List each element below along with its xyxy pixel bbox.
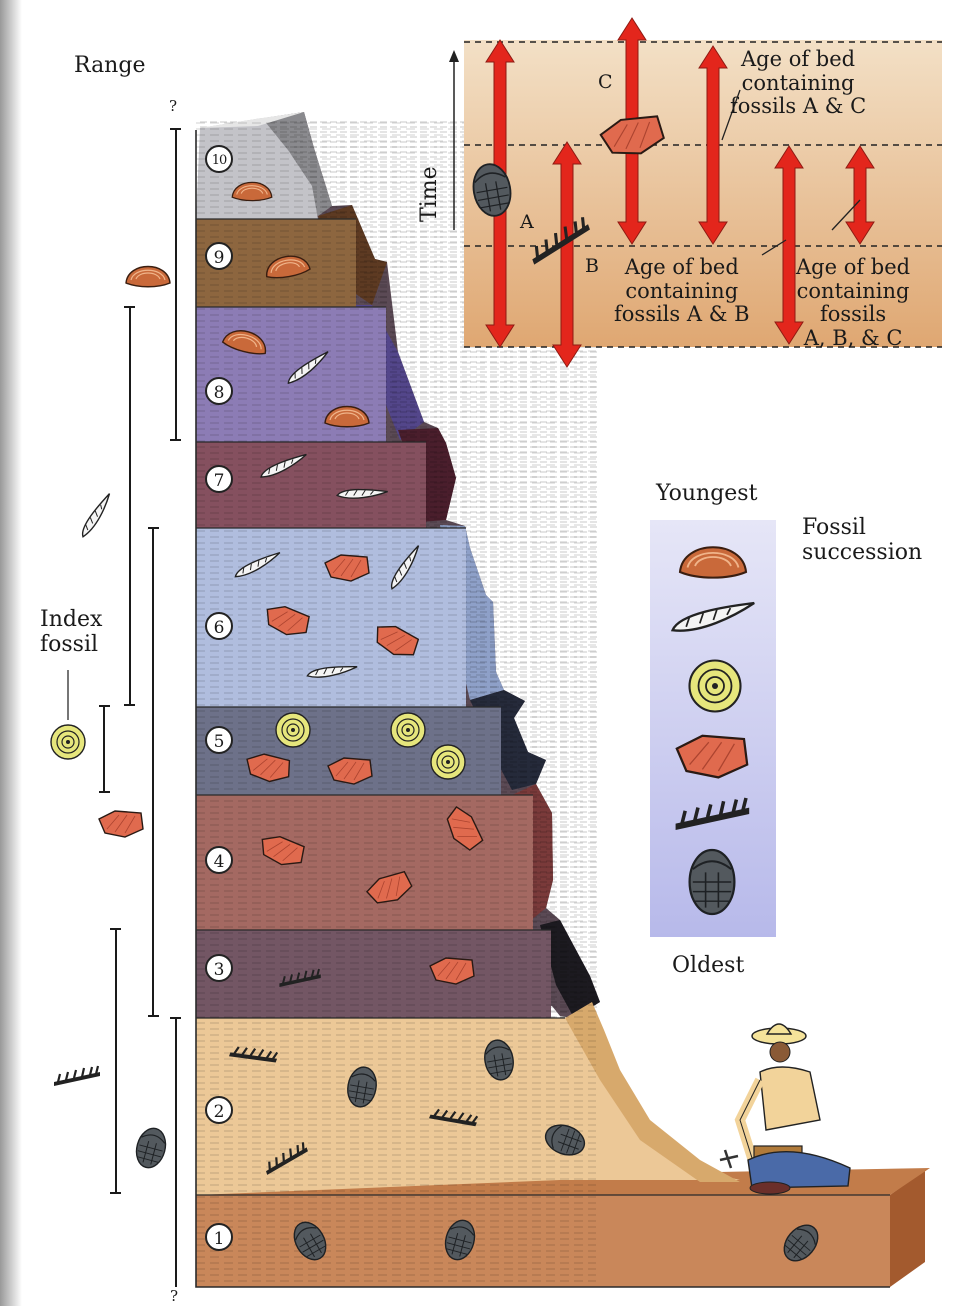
geologist-figure — [720, 1024, 850, 1194]
clam-range-bar — [170, 129, 181, 440]
bed-number-7: 7 — [205, 465, 233, 493]
oldest-label: Oldest — [672, 954, 744, 979]
bed-number-2: 2 — [205, 1096, 233, 1124]
ammonite-icon — [431, 745, 465, 779]
ammonite-range-bar — [99, 706, 110, 792]
index-fossil-label: Index fossil — [40, 608, 102, 657]
question-mark-bottom: ? — [170, 1288, 178, 1305]
age-abc-label: Age of bed containing fossils A, B, & C — [796, 256, 910, 350]
youngest-label: Youngest — [656, 482, 757, 507]
bed-number-10: 10 — [205, 145, 233, 173]
ammonite-icon — [276, 713, 310, 747]
ammonite-icon — [391, 713, 425, 747]
bed-number-4: 4 — [205, 846, 233, 874]
brachiopod-range-bar — [148, 528, 159, 1016]
succession-panel — [650, 520, 776, 937]
age-ab-label: Age of bed containing fossils A & B — [614, 256, 750, 327]
bed-number-9: 9 — [205, 242, 233, 270]
fossil-c-label: C — [598, 72, 613, 93]
age-ac-label: Age of bed containing fossils A & C — [730, 48, 866, 119]
trilobite-range-bar — [170, 1018, 181, 1287]
fossil-a-label: A — [520, 212, 534, 233]
trilobite-icon — [690, 850, 735, 914]
range-label: Range — [74, 54, 145, 79]
bed-number-5: 5 — [205, 726, 233, 754]
fossil-succession-label: Fossil succession — [802, 516, 922, 565]
fossil-b-label: B — [585, 256, 599, 277]
ammonite-icon — [51, 725, 85, 759]
page-edge-shadow — [0, 0, 22, 1306]
ammonite-icon — [690, 661, 741, 712]
bed-number-1: 1 — [205, 1223, 233, 1251]
graptolite-range-bar — [110, 929, 121, 1193]
bed-number-8: 8 — [205, 377, 233, 405]
question-mark-top: ? — [169, 98, 177, 115]
graptolite-icon — [54, 1066, 100, 1086]
clam-icon — [126, 267, 170, 287]
bed-number-3: 3 — [205, 954, 233, 982]
bed-number-6: 6 — [205, 612, 233, 640]
brachiopod-icon — [99, 811, 143, 837]
time-axis-label: Time — [418, 166, 443, 222]
range-bars — [68, 129, 181, 1287]
trilobite-icon — [132, 1125, 169, 1171]
spiral-shell-icon — [73, 494, 120, 537]
spire-range-bar — [124, 307, 135, 705]
